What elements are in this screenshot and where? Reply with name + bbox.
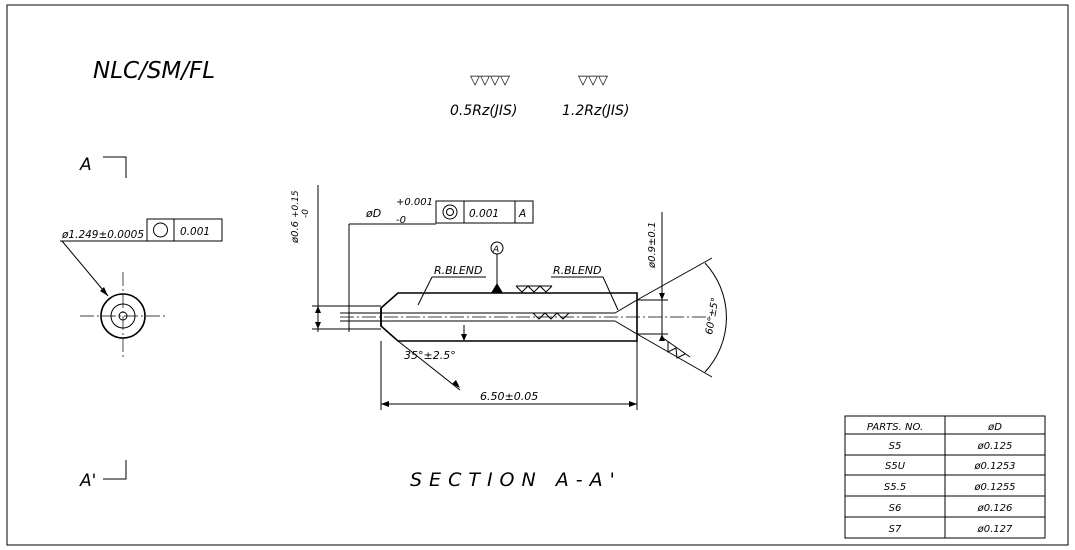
section-title: SECTION A-A' [410,469,622,491]
section-marker-bottom: A' [79,471,96,491]
parts-table-header-diameter: øD [987,422,1002,433]
finish-mark-outer [515,285,553,293]
parts-table-cell: S5.5 [884,482,906,493]
left-dim-arrow-bottom [315,322,321,329]
concentricity-value: 0.001 [469,208,499,220]
parts-table-cell: S7 [889,524,902,535]
entry-chamfer [380,292,399,342]
drawing-border [6,4,1069,546]
leader-arrowhead [100,287,108,296]
section-view: ø0.6 +0.15 -0 øD +0.001 -0 0.001 A A R.B… [290,185,727,410]
hole-diameter-upper: +0.15 [291,190,301,218]
length-arrow-left [381,401,389,407]
exit-dim-arrow-top [659,293,665,300]
section-arrow-top [103,156,127,178]
exit-dim-lines [637,212,668,340]
blend-leader-left [417,276,486,306]
end-view-leader [60,240,147,297]
hole-diameter-lower: -0 [301,209,311,218]
finish-mark-cone [662,337,691,359]
surface-finish-symbol-medium: ▽▽▽ [578,73,608,88]
parts-table-cell: ø0.1253 [973,461,1015,472]
cone-angle: 60°±5° [704,297,721,336]
parts-table-cell: ø0.125 [977,441,1013,452]
parts-table-cell: ø0.1255 [973,482,1015,493]
blend-label-right: R.BLEND [553,264,601,277]
parts-table-header-part: PARTS. NO. [867,422,923,433]
hole-diameter-main: ø0.6 [290,221,301,244]
section-marker-top: A [79,155,92,175]
length: 6.50±0.05 [480,390,538,403]
bore-dim-lines [340,223,436,332]
exit-diameter: ø0.9±0.1 [647,222,658,269]
section-arrow-bottom [103,460,127,480]
end-view: ø1.249±0.0005 0.001 [60,218,223,360]
cone-angle-lines [636,257,713,378]
blend-leader-right [551,276,619,311]
bore-tol-lower: -0 [396,215,406,226]
parts-table: PARTS. NO. øD S5 ø0.125 S5U ø0.1253 S5.5… [844,415,1046,539]
concentricity-icon-outer [442,204,458,220]
datum-triangle [491,283,503,293]
parts-table-cell: ø0.126 [977,503,1013,514]
drawing-code: NLC/SM/FL [93,58,215,84]
parts-table-cell: S5U [885,461,906,472]
blend-label-left: R.BLEND [434,264,482,277]
left-dim-lines [312,185,381,332]
circularity-icon [153,222,168,238]
cone-angle-arc [704,262,727,373]
parts-table-cell: S5 [889,441,902,452]
end-view-diameter: ø1.249±0.0005 [61,229,144,241]
exit-cone [603,299,638,335]
concentricity-frame [435,200,534,224]
finish-mark-bore [532,312,570,320]
length-dim-lines [380,341,638,410]
runout-frame [146,218,223,242]
exit-dim-arrow-bottom [659,334,665,341]
bore-label: øD [365,207,381,220]
chamfer-angle: 35°±2.5° [404,349,456,362]
chamfer-arrow [461,334,467,341]
bore-tol-upper: +0.001 [396,197,433,208]
chamfer-angle-line [397,340,461,391]
surface-finish-value-medium: 1.2Rz(JIS) [562,103,629,119]
surface-finish-symbol-fine: ▽▽▽▽ [470,73,510,88]
datum-ref: A [518,208,526,220]
parts-table-cell: ø0.127 [977,524,1013,535]
chamfer-arrow-2 [452,380,460,388]
parts-table-cell: S6 [889,503,902,514]
surface-finish-value-fine: 0.5Rz(JIS) [450,103,517,119]
left-dim-arrow-top [315,306,321,313]
length-arrow-right [629,401,637,407]
datum-marker-label: A [492,245,499,255]
concentricity-icon-inner [446,208,454,216]
runout-value: 0.001 [180,226,210,238]
